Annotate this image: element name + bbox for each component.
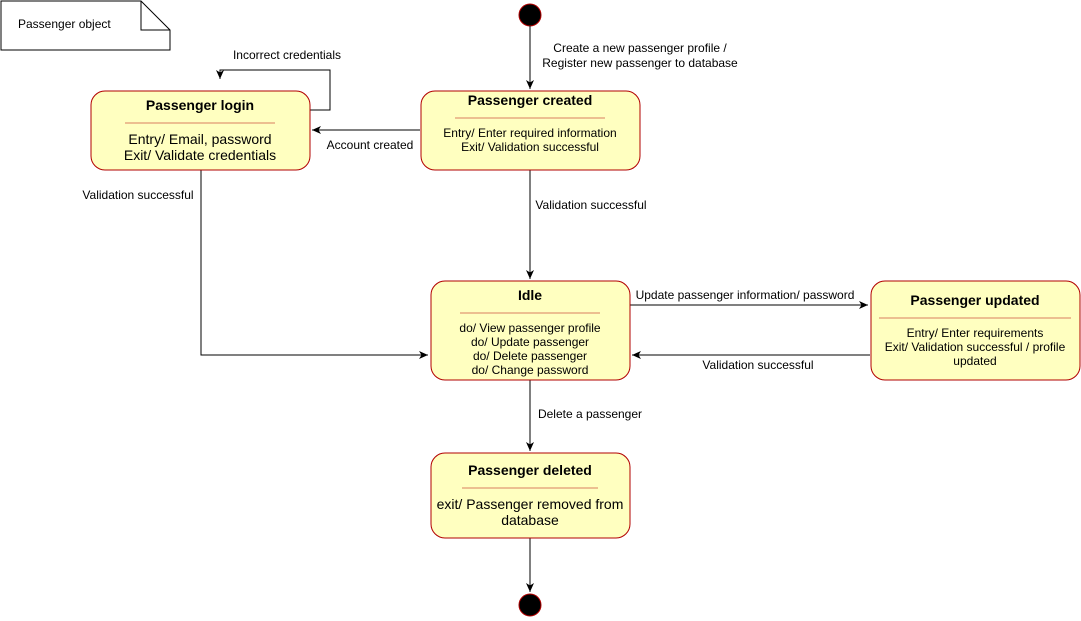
state-line: database	[501, 512, 559, 528]
edge-login-to-idle	[200, 170, 428, 359]
state-title: Passenger created	[468, 92, 593, 108]
state-passenger-created: Passenger created Entry/ Enter required …	[420, 90, 641, 171]
state-title: Passenger login	[146, 97, 254, 113]
edge-label-created-validation: Validation successful	[535, 198, 646, 212]
state-line: do/ View passenger profile	[459, 321, 601, 335]
state-line: Entry/ Enter required information	[443, 126, 616, 140]
state-passenger-deleted: Passenger deleted exit/ Passenger remove…	[430, 452, 631, 539]
note-text: Passenger object	[18, 17, 111, 31]
state-line: Exit/ Validate credentials	[124, 147, 276, 163]
state-line: do/ Update passenger	[471, 335, 589, 349]
edge-label-login-validation: Validation successful	[82, 188, 193, 202]
state-line: Entry/ Email, password	[128, 131, 271, 147]
state-passenger-login: Passenger login Entry/ Email, password E…	[90, 90, 311, 171]
edge-label-create-line1: Create a new passenger profile /	[553, 41, 727, 55]
edge-label-delete: Delete a passenger	[538, 407, 642, 421]
edge-label-incorrect-credentials: Incorrect credentials	[233, 48, 341, 62]
state-idle: Idle do/ View passenger profile do/ Upda…	[430, 280, 631, 381]
edge-login-self-loop	[216, 69, 331, 111]
edge-label-update-info: Update passenger information/ password	[636, 288, 855, 302]
state-line: Exit/ Validation successful / profile	[885, 340, 1066, 354]
state-title: Passenger updated	[910, 292, 1039, 308]
edge-label-account-created: Account created	[327, 138, 414, 152]
state-line: Entry/ Enter requirements	[907, 326, 1044, 340]
state-passenger-updated: Passenger updated Entry/ Enter requireme…	[870, 280, 1081, 381]
note: Passenger object	[0, 0, 171, 51]
state-line: do/ Delete passenger	[473, 349, 587, 363]
state-line: updated	[953, 354, 996, 368]
state-title: Idle	[518, 287, 542, 303]
state-line: exit/ Passenger removed from	[437, 496, 624, 512]
initial-state	[518, 3, 542, 27]
edge-label-create-line2: Register new passenger to database	[542, 56, 738, 70]
state-line: do/ Change password	[472, 363, 589, 377]
state-line: Exit/ Validation successful	[461, 140, 599, 154]
edge-label-updated-validation: Validation successful	[702, 358, 813, 372]
state-title: Passenger deleted	[468, 462, 592, 478]
final-state	[518, 593, 542, 617]
